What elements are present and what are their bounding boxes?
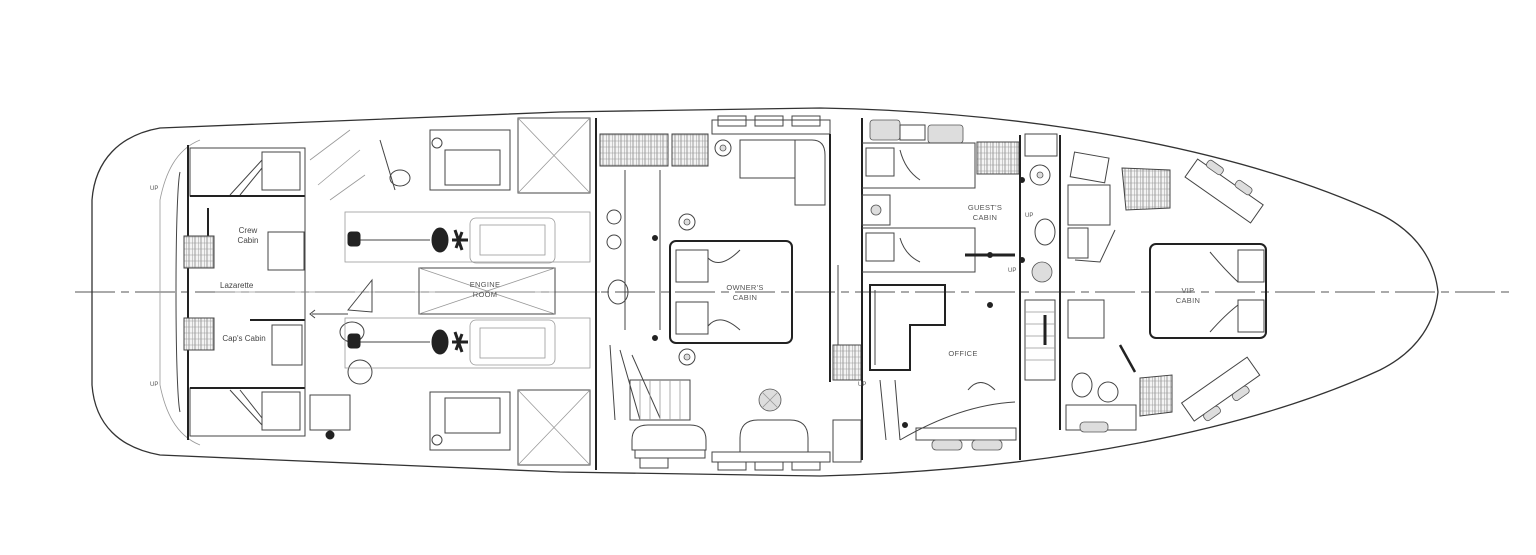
up-marker: UP: [1008, 268, 1017, 274]
aft-berth-top: [189, 147, 306, 197]
hull-outline: [91, 107, 1439, 477]
propeller-icon: [347, 231, 361, 247]
up-marker: UP: [150, 382, 159, 388]
engine-room-box: [418, 267, 556, 315]
up-marker: UP: [1025, 213, 1034, 219]
room-label-captains-cabin: Cap's Cabin: [222, 334, 266, 343]
toilet-icon: [607, 279, 629, 305]
room-label-vip-cabin: VIP CABIN: [1175, 286, 1201, 305]
room-label-lazarette: Lazarette: [220, 281, 254, 290]
engine-starboard: [469, 217, 556, 264]
engine-port: [469, 319, 556, 366]
room-label-engine-room: ENGINE ROOM: [469, 280, 501, 299]
room-label-office: OFFICE: [948, 349, 978, 358]
vip-bed: [1149, 243, 1267, 339]
room-label-guests-cabin: GUEST'S CABIN: [967, 203, 1003, 222]
owners-bed: [669, 240, 793, 344]
aft-berth-bottom: [189, 387, 306, 437]
up-marker: UP: [150, 186, 159, 192]
wardrobe-top-1: [599, 133, 669, 167]
guest-head-toilet: [1034, 218, 1056, 246]
room-label-crew-cabin: Crew Cabin: [237, 226, 259, 245]
room-label-owners-cabin: OWNER'S CABIN: [726, 283, 764, 302]
up-marker: UP: [858, 382, 867, 388]
